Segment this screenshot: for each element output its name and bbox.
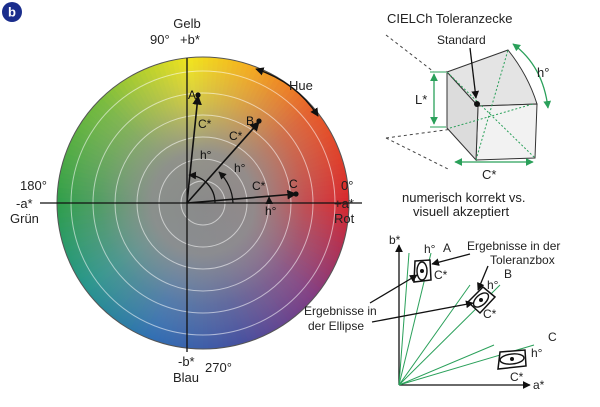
label-a: A [443, 241, 451, 255]
standard-dot [474, 101, 480, 107]
ellipse-diagram: b* a* A h° C* B h° C* [304, 233, 560, 392]
label-b: B [504, 267, 512, 281]
a-star-label: a* [533, 378, 545, 392]
angle-90-label: 90° [150, 32, 170, 47]
standard-label: Standard [437, 33, 486, 47]
point-b-label: B [246, 114, 254, 128]
hue-label: Hue [289, 78, 313, 93]
minus-a-label: -a* [16, 196, 33, 211]
caption-line-2: visuell akzeptiert [413, 204, 509, 219]
result-a [414, 260, 431, 282]
label-c: C [548, 330, 557, 344]
plus-b-label: +b* [180, 32, 200, 47]
angle-270-label: 270° [205, 360, 232, 375]
point-a-dot [195, 92, 200, 97]
chroma-c-label: C* [252, 179, 266, 193]
box-results-line-1: Ergebnisse in der [467, 239, 560, 253]
l-label: L* [415, 92, 427, 107]
plus-a-label: +a* [334, 196, 354, 211]
angle-0-label: 0° [341, 178, 353, 193]
tolerance-box-title: CIELCh Toleranzecke [387, 11, 513, 26]
c-b-label: C* [483, 307, 497, 321]
b-star-label: b* [389, 233, 401, 247]
hue-c-label: h° [265, 204, 277, 218]
ellipse-results-pointer-a [370, 275, 417, 303]
box-results-pointer-a [432, 254, 470, 264]
svg-text:b: b [8, 5, 16, 20]
chroma-b-label: C* [229, 129, 243, 143]
hue-a-label: h° [200, 148, 212, 162]
ellipse-results-line-2: der Ellipse [308, 319, 364, 333]
point-c-label: C [289, 177, 298, 191]
h-c-label: h° [531, 346, 543, 360]
panel-badge: b [2, 2, 22, 22]
c-a-label: C* [434, 268, 448, 282]
point-a-label: A [188, 88, 196, 102]
caption-line-1: numerisch korrekt vs. [402, 190, 526, 205]
rot-label: Rot [334, 211, 355, 226]
chroma-a-label: C* [198, 117, 212, 131]
h-b-label: h° [487, 278, 499, 292]
h-a-label: h° [424, 242, 436, 256]
box-h-label: h° [537, 65, 549, 80]
ellipse-results-pointer-b [372, 303, 473, 322]
point-b-dot [256, 118, 261, 123]
tolerance-box-diagram: CIELCh Toleranzecke Standard L* h° C* [386, 11, 549, 219]
box-c-label: C* [482, 167, 496, 182]
angle-180-label: 180° [20, 178, 47, 193]
minus-b-label: -b* [178, 354, 195, 369]
gruen-label: Grün [10, 211, 39, 226]
box-results-line-2: Toleranzbox [490, 253, 555, 267]
gelb-label: Gelb [173, 16, 200, 31]
result-c [498, 350, 526, 369]
point-c-dot [293, 191, 298, 196]
ellipse-results-line-1: Ergebnisse in [304, 304, 377, 318]
hue-b-label: h° [234, 161, 246, 175]
blau-label: Blau [173, 370, 199, 385]
c-c-label: C* [510, 370, 524, 384]
